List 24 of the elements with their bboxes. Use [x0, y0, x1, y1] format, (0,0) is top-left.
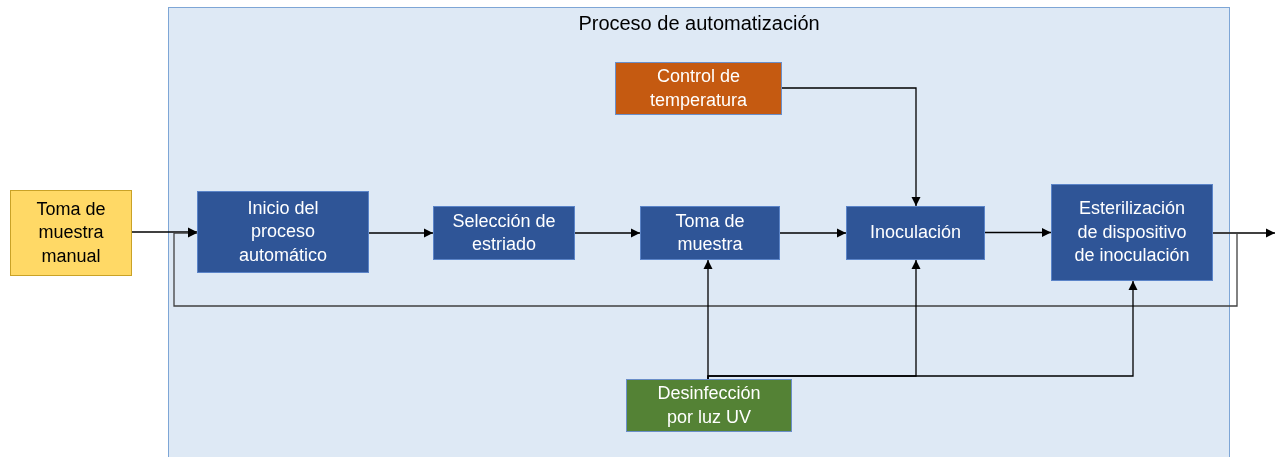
process-group — [168, 7, 1230, 457]
box-label: Control de temperatura — [648, 65, 749, 112]
arrow — [368, 228, 434, 238]
group-title: Proceso de automatización — [578, 11, 820, 36]
box-label: Inoculación — [869, 221, 962, 245]
arrow — [781, 87, 921, 207]
process-box — [846, 206, 985, 260]
arrow — [984, 227, 1052, 238]
box-label: Selección de estriado — [451, 209, 557, 256]
process-box — [1051, 184, 1213, 281]
process-box — [433, 206, 575, 260]
box-label: Inicio del proceso automático — [237, 196, 329, 267]
box-label: Toma de muestra manual — [35, 197, 107, 268]
arrow — [707, 280, 1138, 380]
input-box — [10, 190, 132, 276]
process-box — [626, 379, 792, 432]
box-label: Toma de muestra — [674, 209, 746, 256]
process-box — [197, 191, 369, 273]
process-box — [615, 62, 782, 115]
process-box — [640, 206, 780, 260]
box-label: Esterilización de dispositivo de inoculación — [1073, 197, 1191, 268]
box-label: Desinfección por luz UV — [656, 382, 762, 429]
arrow — [779, 228, 847, 238]
arrow — [574, 228, 641, 238]
